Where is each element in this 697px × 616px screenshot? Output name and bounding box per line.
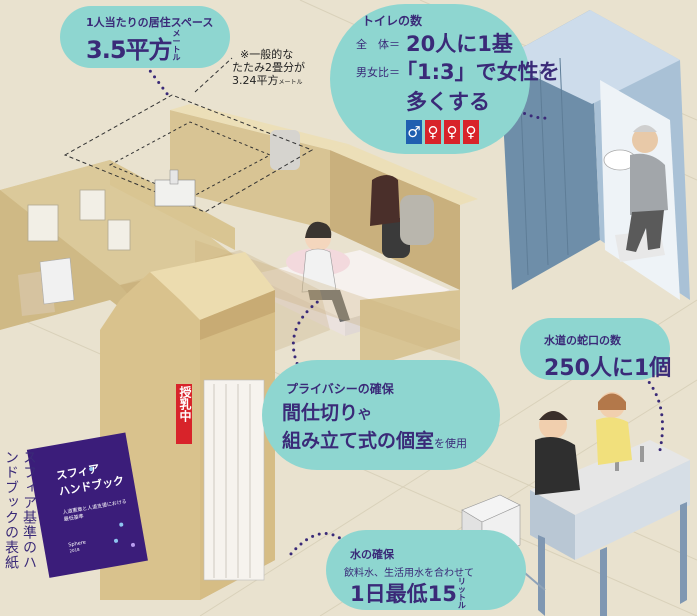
female-icon: ♀ [444, 120, 460, 144]
space-note: ※一般的な たたみ2畳分が 3.24平方メートル [232, 48, 305, 89]
space-note-unit: メートル [278, 79, 303, 86]
privacy-line1: 間仕切りや [282, 398, 371, 425]
space-bubble [60, 6, 230, 68]
table-items [154, 169, 196, 207]
space-note-line3: 3.24平方 [232, 74, 279, 87]
sitting-person [301, 221, 350, 322]
left-room-items [18, 189, 131, 316]
faucet-bubble [520, 318, 670, 380]
faucet-title: 水道の蛇口の数 [544, 334, 621, 347]
toilet-title: トイレの数 [362, 14, 423, 28]
water-title: 水の確保 [350, 548, 394, 561]
water-station [530, 440, 690, 616]
privacy-line2-suffix: を使用 [434, 437, 468, 450]
woman-washing [596, 392, 632, 465]
space-value-unit: メートル [172, 29, 181, 62]
space-outline [63, 57, 314, 213]
privacy-line2-main: 組み立て式の個室 [282, 430, 435, 452]
privacy-line1-suffix: や [358, 408, 372, 423]
privacy-line1-main: 間仕切り [282, 402, 359, 424]
toilet-icons: ♂♀♀♀ [406, 120, 479, 144]
privacy-line2: 組み立て式の個室を使用 [282, 426, 467, 453]
toilet-row1-value: 20人に1基 [406, 32, 513, 56]
toilet-row2-value: 「1:3」で女性を [396, 60, 560, 84]
bags [270, 130, 434, 258]
handbook-caption: スフィア基準のハンドブックの表紙 [3, 450, 37, 570]
female-icon: ♀ [425, 120, 441, 144]
privacy-title: プライバシーの確保 [286, 382, 394, 396]
man-washing [535, 411, 580, 495]
handbook-cover [26, 432, 148, 578]
space-value: 3.5平方メートル [86, 30, 182, 65]
female-icon: ♀ [463, 120, 479, 144]
toilet-row1-label: 全 体＝ [356, 38, 400, 51]
water-value-number: 1日最低15 [350, 582, 457, 606]
space-note-line2: たたみ2畳分が [232, 61, 305, 74]
space-note-line3-wrap: 3.24平方メートル [232, 74, 305, 89]
toilet-row2-label: 男女比＝ [356, 66, 400, 79]
water-value: 1日最低15リットル [350, 578, 467, 610]
toilet-row3-value: 多くする [406, 90, 490, 114]
male-icon: ♂ [406, 120, 422, 144]
nursing-sign: 授乳中 [178, 386, 192, 422]
handbook-cover-text: スフィア ハンドブック 人道憲章と人道支援における 最低基準 Sphere 20… [52, 435, 164, 553]
elderly-person [626, 125, 668, 252]
water-bubble [326, 530, 526, 610]
water-subtitle: 飲料水、生活用水を合わせて [344, 568, 474, 579]
space-note-line1: ※一般的な [240, 48, 294, 61]
privacy-bubble [262, 360, 500, 470]
water-value-unit: リットル [457, 577, 466, 610]
space-value-number: 3.5平方 [86, 36, 173, 64]
space-title: 1人当たりの居住スペース [86, 16, 214, 29]
faucet-value: 250人に1個 [544, 356, 672, 381]
